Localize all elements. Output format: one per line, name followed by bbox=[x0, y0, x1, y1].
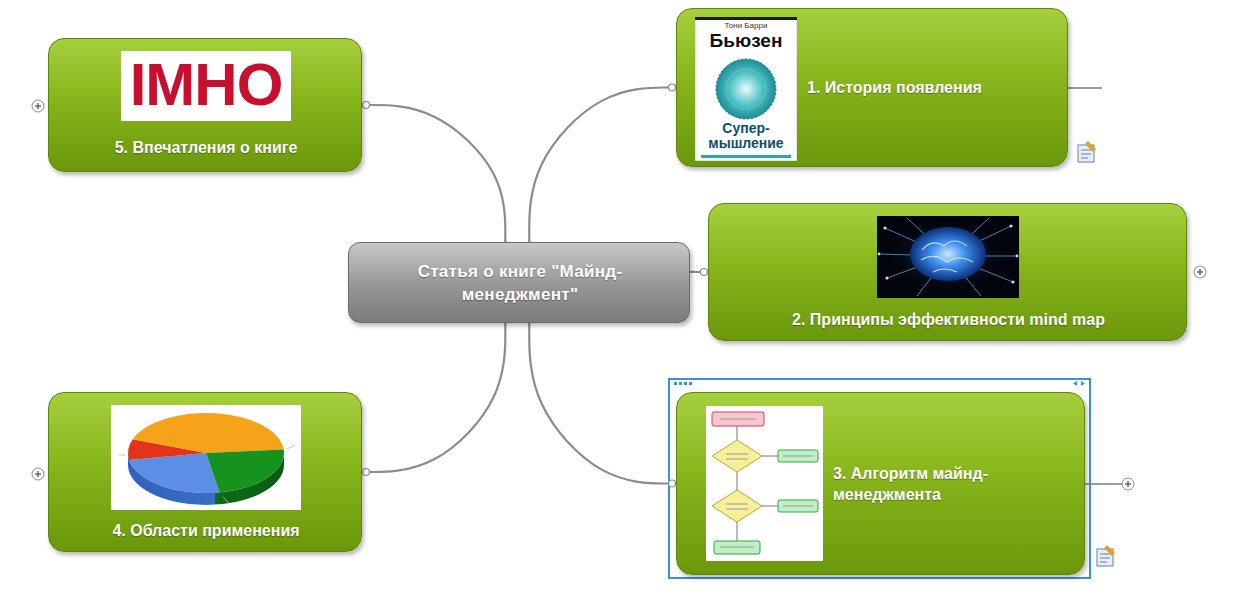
text-area: 3. Алгоритм майнд-менеджмента bbox=[833, 393, 1033, 576]
selection-grip bbox=[674, 381, 1085, 386]
author-surname: Бьюзен bbox=[695, 31, 797, 52]
text-area: 2. Принципы эффективности mind map bbox=[709, 302, 1188, 338]
connector-joint bbox=[701, 269, 708, 276]
logo-text: IMHO bbox=[121, 55, 291, 115]
connector-joint bbox=[363, 469, 370, 476]
branch-topic: 3. Алгоритм майнд-менеджмента bbox=[676, 392, 1085, 575]
stub-line bbox=[1085, 483, 1122, 485]
connector-joint bbox=[669, 480, 676, 487]
connector-joint bbox=[669, 84, 676, 91]
branch-title: 1. История появления bbox=[807, 78, 982, 99]
central-title: Статья о книге "Майнд-менеджмент" bbox=[405, 261, 635, 305]
author-name: Тони Барри bbox=[695, 22, 797, 31]
text-area: Статья о книге "Майнд-менеджмент" bbox=[349, 243, 691, 324]
branch-topic: 5. Впечатления о книге IMHO bbox=[48, 38, 362, 172]
brain-picture bbox=[877, 216, 1019, 298]
selection-frame bbox=[669, 379, 1090, 578]
central-topic: Статья о книге "Майнд-менеджмент" bbox=[348, 242, 690, 323]
branch-title: 5. Впечатления о книге bbox=[115, 138, 298, 159]
flowchart-picture bbox=[706, 406, 823, 561]
branch-topic: 1. История появления Тони БарриБьюзенСупе… bbox=[676, 8, 1068, 167]
branch-title: 2. Принципы эффективности mind map bbox=[792, 310, 1105, 331]
stub-line bbox=[1068, 87, 1102, 89]
branch-title: 3. Алгоритм майнд-менеджмента bbox=[833, 464, 1033, 506]
note-icon bbox=[1078, 141, 1096, 162]
note-icon bbox=[1097, 545, 1115, 566]
branch-topic: 4. Области применения bbox=[48, 392, 362, 552]
branch-topic: 2. Принципы эффективности mind map bbox=[708, 203, 1187, 341]
book-title: Супер-мышление bbox=[695, 121, 797, 150]
branch-connector bbox=[362, 105, 505, 242]
text-area: 1. История появления bbox=[807, 9, 1057, 168]
branch-title: 4. Области применения bbox=[112, 521, 299, 542]
branch-connector bbox=[362, 323, 505, 472]
pie-chart-picture bbox=[111, 405, 301, 510]
text-area: 4. Области применения bbox=[49, 513, 363, 549]
branch-connector bbox=[529, 88, 676, 243]
branch-connector bbox=[529, 323, 676, 484]
connector-joint bbox=[363, 102, 370, 109]
text-area: 5. Впечатления о книге bbox=[49, 129, 363, 167]
